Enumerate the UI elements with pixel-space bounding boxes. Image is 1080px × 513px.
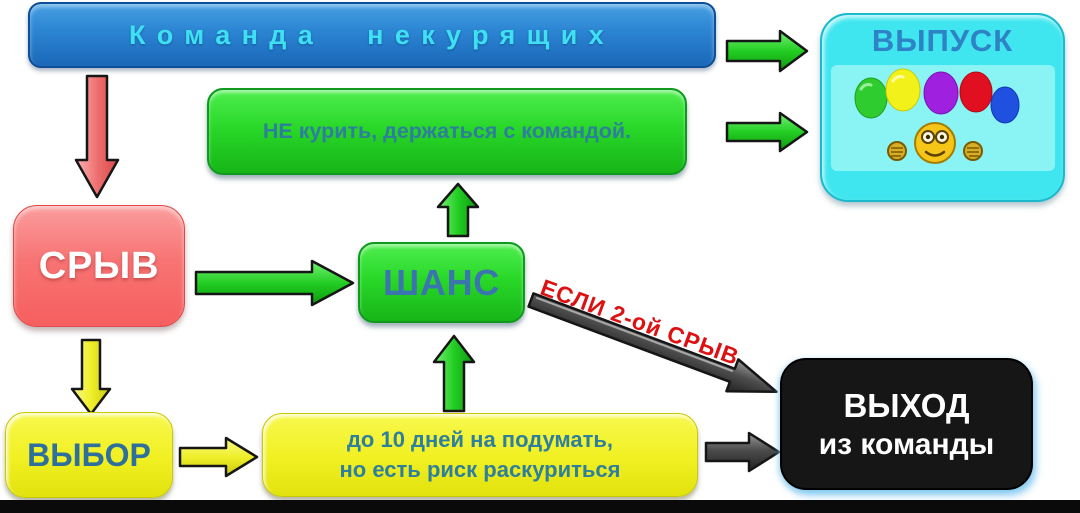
arrow-relapse-to-chance-icon [194,259,355,307]
node-release: ВЫПУСК [820,13,1065,202]
exit-line-2: из команды [818,427,995,461]
think-line-2: но есть риск раскуриться [339,457,621,482]
arrow-team-to-release-icon [725,29,809,73]
arrow-think-to-chance-icon [432,334,476,413]
node-relapse: СРЫВ [13,205,185,327]
choice-label: ВЫБОР [27,436,151,473]
think-line-1: до 10 дней на подумать, [346,427,614,453]
celebration-image [830,65,1055,171]
relapse-label: СРЫВ [38,244,160,287]
chance-label: ШАНС [382,261,501,303]
node-choice: ВЫБОР [5,412,173,498]
arrow-rule-to-release-icon [725,111,809,153]
arrow-think-to-exit-icon [704,431,781,473]
node-team-title: Команда некурящих [28,2,716,68]
release-label: ВЫПУСК [871,23,1014,58]
arrow-team-to-relapse-icon [74,74,120,199]
node-exit: ВЫХОД из команды [780,358,1033,490]
bottom-black-bar [0,500,1080,513]
exit-line-1: ВЫХОД [843,386,970,424]
arrow-relapse-to-choice-icon [70,338,112,416]
arrow-choice-to-think-icon [178,436,259,478]
node-chance: ШАНС [358,242,525,323]
node-think: до 10 дней на подумать, но есть риск рас… [262,413,698,497]
fist-icon [886,141,983,161]
smiley-icon [913,122,956,164]
arrow-highlight [535,296,734,373]
node-rule: НЕ курить, держаться с командой. [207,88,687,175]
team-title-label: Команда некурящих [128,19,616,50]
arrow-chance-to-rule-icon [436,182,480,238]
rule-label: НЕ курить, держаться с командой. [262,119,632,143]
balloons-icon [854,68,1019,164]
